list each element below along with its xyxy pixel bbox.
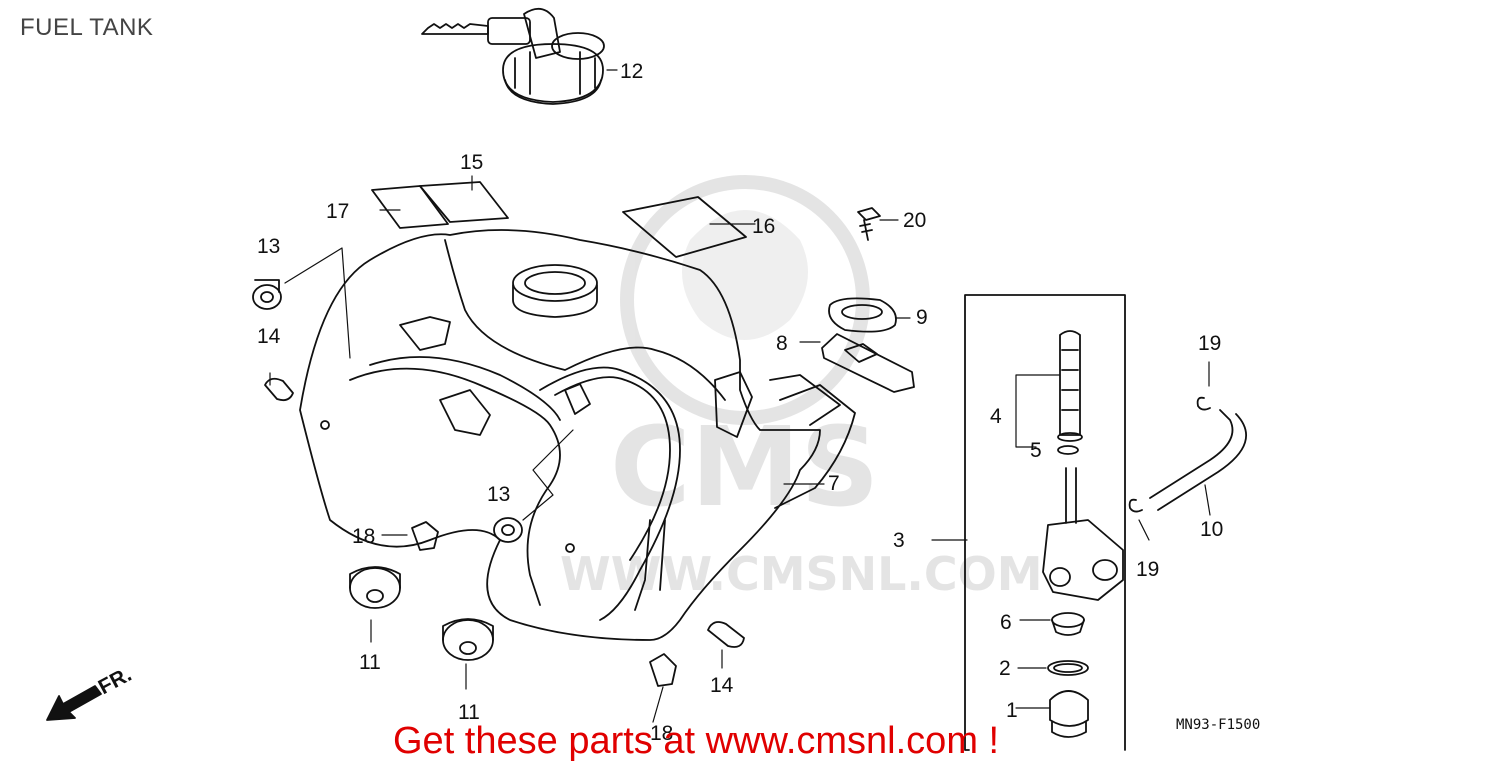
callout-17: 17 [326, 200, 349, 223]
callout-13-top: 13 [257, 235, 280, 258]
holder-damper-8 [821, 333, 915, 393]
callout-13-bottom: 13 [487, 483, 510, 506]
callout-11-left: 11 [359, 651, 381, 674]
fuel-tank-body [299, 229, 841, 641]
callout-7: 7 [828, 472, 840, 495]
callout-19-top: 19 [1198, 332, 1221, 355]
callout-20: 20 [903, 209, 926, 232]
filter-cup-1 [1049, 690, 1089, 738]
callout-18-bottom: 18 [650, 722, 673, 745]
drawing-code: MN93-F1500 [1176, 717, 1260, 733]
callout-10: 10 [1200, 518, 1223, 541]
callout-6: 6 [1000, 611, 1012, 634]
callout-1: 1 [1006, 699, 1018, 722]
callout-4: 4 [990, 405, 1002, 428]
cushion-11-right [442, 618, 494, 661]
o-ring-5 [1057, 445, 1079, 455]
callout-labels: 1 2 3 4 5 6 7 8 9 10 11 11 12 13 13 14 1… [257, 60, 1223, 745]
callout-9: 9 [916, 306, 928, 329]
callout-11-right: 11 [458, 701, 480, 724]
callout-2: 2 [999, 657, 1011, 680]
fuel-cock-body [1042, 467, 1124, 601]
leader-lines [269, 69, 1211, 723]
rubber-cushion-9 [828, 297, 897, 333]
cushion-11-left [349, 566, 401, 609]
bolt-20 [857, 207, 881, 241]
fuel-cap-with-key [421, 8, 605, 105]
callout-14-right: 14 [710, 674, 734, 697]
fuel-strainer-4 [1057, 330, 1083, 442]
watermark-brand: CMS [610, 403, 879, 531]
callout-16: 16 [752, 215, 775, 238]
callout-12: 12 [620, 60, 643, 83]
cushion-14-left [264, 377, 294, 402]
callout-3: 3 [893, 529, 905, 552]
callout-15: 15 [460, 151, 483, 174]
fuel-tube-10 [1149, 409, 1247, 511]
front-direction-arrow [46, 685, 102, 721]
cushion-13-bottom [493, 517, 523, 543]
filter-screen-6 [1051, 612, 1085, 636]
callout-14-left: 14 [257, 325, 281, 348]
callout-8: 8 [776, 332, 788, 355]
footer-parts-link[interactable]: Get these parts at www.cmsnl.com ! [393, 720, 1000, 762]
emblem-sticker-17 [371, 185, 449, 229]
page-title: FUEL TANK [20, 14, 154, 41]
clip-18-left [411, 521, 439, 551]
callout-18-left: 18 [352, 525, 375, 548]
tube-clip-19-top [1196, 396, 1211, 411]
o-ring-2 [1047, 660, 1089, 676]
tube-clip-19-bottom [1128, 498, 1143, 513]
clip-18-bottom [649, 653, 677, 687]
cushion-14-right [707, 621, 745, 648]
cushion-13-top [252, 279, 282, 310]
callout-19-bottom: 19 [1136, 558, 1159, 581]
callout-5: 5 [1030, 439, 1042, 462]
caution-label-16 [622, 196, 747, 258]
fuel-cock-group-bracket [964, 294, 1126, 751]
emblem-sticker-15 [419, 181, 509, 223]
